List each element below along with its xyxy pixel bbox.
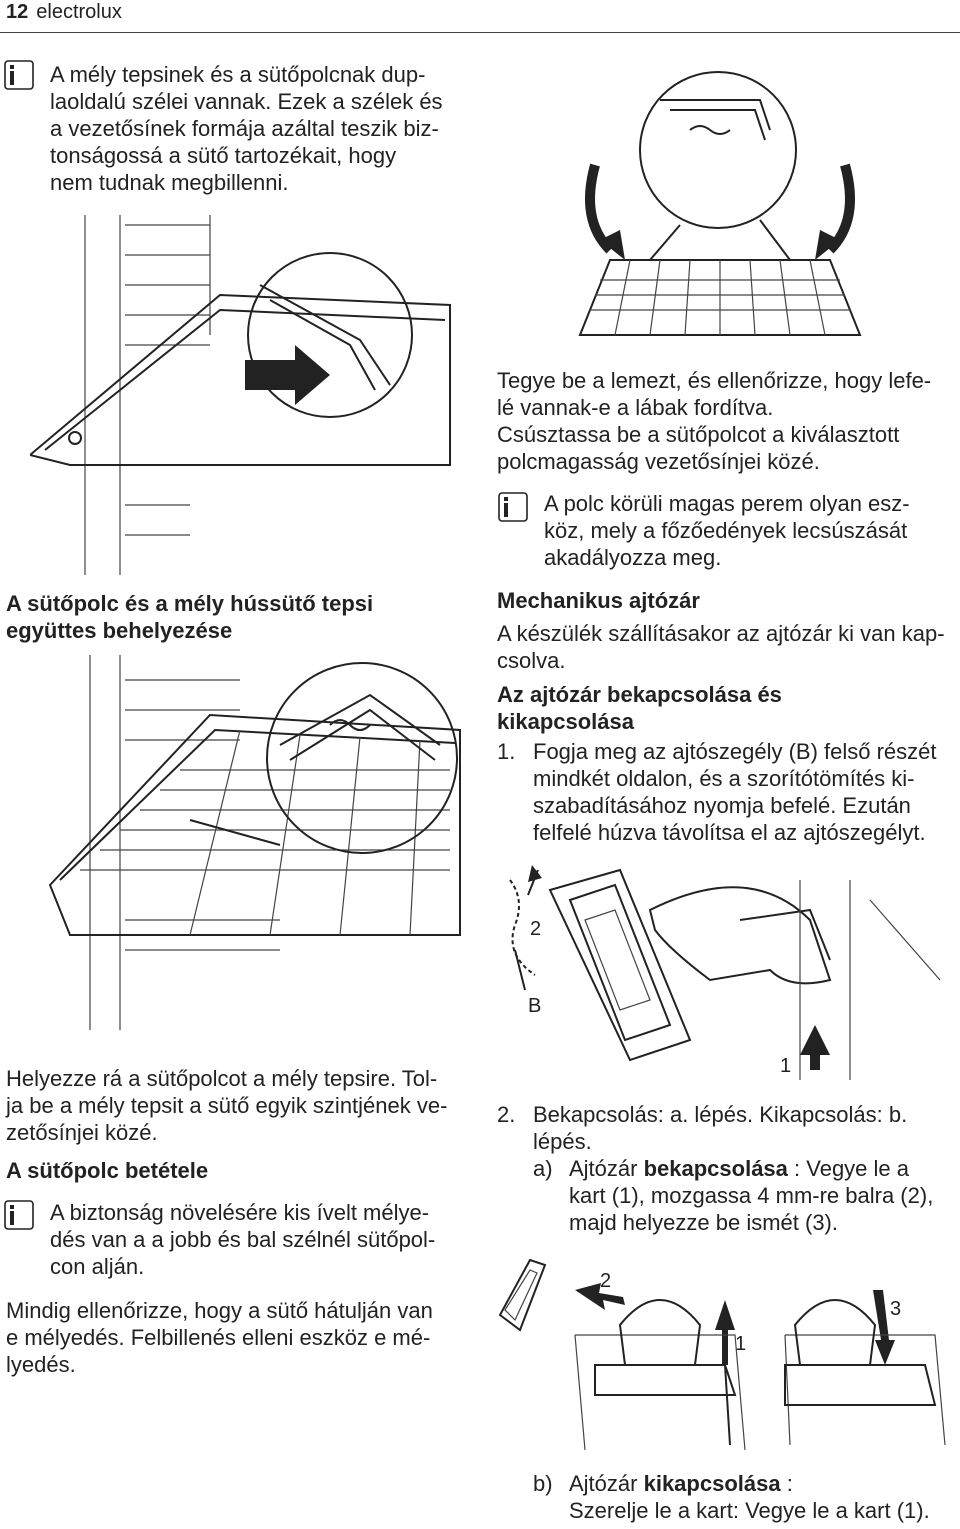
note-high-rim: A polc körüli magas perem olyan esz- köz… [544, 490, 958, 571]
door-trim-removal-illustration: 2 B 1 [509, 865, 941, 1080]
note-curved-recess: A biztonság növelésére kis ívelt mélye- … [50, 1199, 470, 1280]
check-recess-text: Mindig ellenőrizze, hogy a sütő hátulján… [6, 1297, 466, 1378]
step-number: 1. [497, 739, 516, 764]
step-a-lock-on: a) Ajtózár bekapcsolása : Vegye le a kar… [533, 1155, 958, 1239]
text-line: kart (1), mozgassa 4 mm-re balra (2), [569, 1183, 934, 1208]
text-line: A biztonság növelésére kis ívelt mélye- [50, 1200, 430, 1225]
heading-line: Az ajtózár bekapcsolása és [497, 682, 782, 707]
step-label: b) [533, 1471, 553, 1496]
text-line: lépés. [533, 1129, 592, 1154]
rack-on-tray-illustration [48, 655, 461, 1030]
text-line: A készülék szállításakor az ajtózár ki v… [497, 621, 945, 646]
text-line: Mindig ellenőrizze, hogy a sütő hátulján… [6, 1298, 433, 1323]
label-b: B [528, 995, 541, 1017]
text-line: köz, mely a főzőedények lecsúszását [544, 518, 908, 543]
text-line: zetősínjei közé. [6, 1120, 158, 1145]
text-line: lyedés. [6, 1352, 76, 1377]
text-bold: kikapcsolása [643, 1471, 781, 1496]
text-bold: bekapcsolása [643, 1156, 788, 1181]
page-number: 12 [6, 1, 29, 23]
text-line: felfelé húzva távolítsa el az ajtószegél… [533, 820, 926, 845]
text-line: Helyezze rá a sütőpolcot a mély tepsire.… [6, 1066, 438, 1091]
heading-line: A sütőpolc és a mély hússütő tepsi [6, 591, 374, 616]
place-rack-text: Helyezze rá a sütőpolcot a mély tepsire.… [6, 1065, 466, 1146]
label-3-bottom: 3 [890, 1298, 901, 1320]
text-line: akadályozza meg. [544, 545, 722, 570]
text-line: polcmagasság vezetősínjei közé. [497, 449, 820, 474]
step-label: a) [533, 1156, 553, 1181]
text-line: Fogja meg az ajtószegély (B) felső részé… [533, 739, 937, 764]
lock-shipping-text: A készülék szállításakor az ajtózár ki v… [497, 620, 957, 674]
rack-flip-illustration [578, 71, 862, 336]
label-2-bottom: 2 [600, 1270, 611, 1292]
text-line: A mély tepsinek és a sütőpolcnak dup- [50, 62, 426, 87]
heading-mechanical-lock: Mechanikus ajtózár [497, 588, 700, 613]
heading-combined-insert: A sütőpolc és a mély hússütő tepsi együt… [6, 590, 446, 644]
heading-line: együttes behelyezése [6, 618, 233, 643]
text-line: nem tudnak megbillenni. [50, 170, 289, 195]
heading-line: kikapcsolása [497, 709, 634, 734]
text-line: con alján. [50, 1254, 145, 1279]
text-line: csolva. [497, 648, 566, 673]
text-line: laoldalú szélei vannak. Ezek a szélek és [50, 89, 443, 114]
brand-name: electrolux [36, 1, 122, 23]
step-b-lock-off: b) Ajtózár kikapcsolása : Szerelje le a … [533, 1470, 958, 1526]
text-line: dés van a a jobb és bal szélnél sütőpol- [50, 1227, 436, 1252]
text-suffix: : [780, 1471, 793, 1496]
text-line: szabadításához nyomja befelé. Ezután [533, 793, 911, 818]
text-line: e mélyedés. Felbillenés elleni eszköz e … [6, 1325, 431, 1350]
step-1: 1. Fogja meg az ajtószegély (B) felső ré… [497, 738, 957, 848]
text-line: Csúsztassa be a sütőpolcot a kiválasztot… [497, 422, 900, 447]
info-icon [4, 1200, 34, 1230]
info-icon [4, 60, 34, 90]
text-prefix: Ajtózár [569, 1471, 644, 1496]
text-line: Bekapcsolás: a. lépés. Kikapcsolás: b. [533, 1102, 908, 1127]
text-line: ja be a mély tepsit a sütő egyik szintjé… [6, 1093, 448, 1118]
text-line: mindkét oldalon, és a szorítótömítés ki- [533, 766, 915, 791]
text-line: a vezetősínek formája azáltal teszik biz… [50, 116, 439, 141]
text-line: Ajtózár bekapcsolása : Vegye le a [569, 1155, 933, 1182]
header-divider [0, 32, 960, 33]
text-prefix: Ajtózár [569, 1156, 644, 1181]
text-line: A polc körüli magas perem olyan esz- [544, 491, 910, 516]
heading-insert-rack: A sütőpolc betétele [6, 1158, 209, 1183]
page-header: 12 electrolux [6, 0, 122, 24]
text-line: majd helyezze be ismét (3). [569, 1210, 838, 1235]
door-lock-lever-illustration: 2 1 3 [498, 1258, 946, 1451]
tray-insert-illustration [30, 215, 451, 575]
step-2: 2. Bekapcsolás: a. lépés. Kikapcsolás: b… [497, 1101, 957, 1157]
note-double-edges: A mély tepsinek és a sütőpolcnak dup- la… [50, 61, 470, 196]
text-line: tonságossá a sütő tartozékait, hogy [50, 143, 397, 168]
text-suffix: : Vegye le a [787, 1156, 909, 1181]
heading-lock-onoff: Az ajtózár bekapcsolása és kikapcsolása [497, 681, 957, 735]
label-1-top: 1 [780, 1055, 791, 1077]
text-line: lé vannak-e a lábak fordítva. [497, 395, 774, 420]
step-number: 2. [497, 1102, 516, 1127]
text-line: Ajtózár kikapcsolása : [569, 1470, 930, 1497]
info-icon [498, 492, 528, 522]
label-1-bottom: 1 [735, 1333, 746, 1355]
text-line: Tegye be a lemezt, és ellenőrizze, hogy … [497, 368, 932, 393]
insert-tray-text: Tegye be a lemezt, és ellenőrizze, hogy … [497, 367, 957, 475]
text-line: Szerelje le a kart: Vegye le a kart (1). [569, 1498, 930, 1523]
label-2-top: 2 [530, 918, 541, 940]
